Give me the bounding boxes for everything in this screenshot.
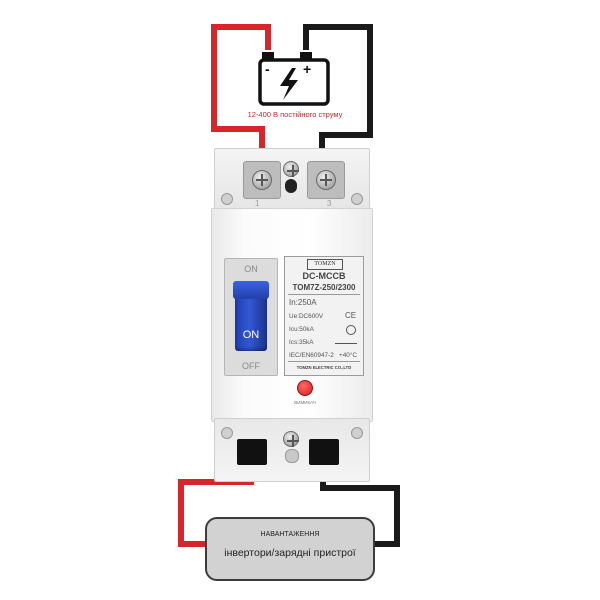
plate-footer: TOMZN ELECTRIC CO.,LTD [296, 365, 352, 370]
plate-icu: Icu:50kA [289, 326, 314, 333]
test-button[interactable] [297, 380, 313, 396]
lightning-bolt-icon [280, 68, 298, 100]
mount-hole-icon [351, 427, 363, 439]
center-slot [285, 179, 297, 193]
bottom-terminal-left [237, 439, 267, 465]
terminal-left-number: 1 [255, 199, 260, 208]
bottom-center-slot [285, 449, 299, 463]
handle-text: ON [242, 329, 260, 341]
load-title: НАВАНТАЖЕННЯ [260, 531, 320, 538]
plate-rated-voltage: Ue:DC600V [289, 313, 324, 320]
terminal-right-screw [316, 170, 336, 190]
battery-terminal-minus [262, 52, 274, 60]
plate-temperature: +40°C [339, 352, 358, 359]
rating-label-plate: TOMZN DC-MCCB TOM7Z-250/2300 In:250A Ue:… [284, 256, 364, 376]
top-black-wire [303, 24, 373, 178]
handle-cap [233, 281, 269, 299]
battery-voltage-caption: 12-400 В постійного струму [247, 110, 343, 119]
bottom-terminal-right [309, 439, 339, 465]
breaker-handle[interactable]: ON [233, 281, 269, 351]
breaker-bottom-block [214, 418, 370, 482]
plate-divider [288, 294, 360, 295]
load-subtitle: інвертори/зарядні пристрої [224, 547, 356, 559]
plate-ics: Ics:35kA [289, 339, 314, 346]
cert-mark-icon [346, 325, 356, 335]
top-red-wire [211, 24, 271, 178]
terminal-left-screw [252, 170, 272, 190]
center-screw [283, 161, 299, 177]
terminal-right-housing [307, 161, 345, 199]
handle-off-label: OFF [242, 361, 260, 371]
plate-title: DC-MCCB [302, 271, 346, 281]
terminal-left-housing [243, 161, 281, 199]
load-box: НАВАНТАЖЕННЯ інвертори/зарядні пристрої [205, 517, 375, 581]
terminal-right-number: 3 [327, 199, 332, 208]
breaker-top-block: 1 3 [214, 148, 370, 210]
test-button-caption: ВИМИКАЧ [294, 400, 316, 405]
handle-window: ON ON OFF [224, 258, 278, 376]
battery-plus-sign: + [303, 61, 312, 77]
mount-hole-icon [351, 193, 363, 205]
plate-rated-current: In:250A [289, 298, 317, 307]
plate-standard: IEC/EN60947-2 [289, 352, 334, 359]
handle-on-label: ON [244, 264, 258, 274]
ce-mark: CE [345, 311, 357, 320]
battery-minus-sign: - [265, 61, 270, 77]
mount-hole-icon [221, 427, 233, 439]
plate-model: TOM7Z-250/2300 [292, 283, 356, 292]
mount-hole-icon [221, 193, 233, 205]
battery-terminal-plus [300, 52, 312, 60]
plate-brand: TOMZN [307, 259, 343, 270]
plate-divider [288, 361, 360, 362]
switch-symbol-icon [335, 343, 357, 344]
bottom-center-screw [283, 431, 299, 447]
